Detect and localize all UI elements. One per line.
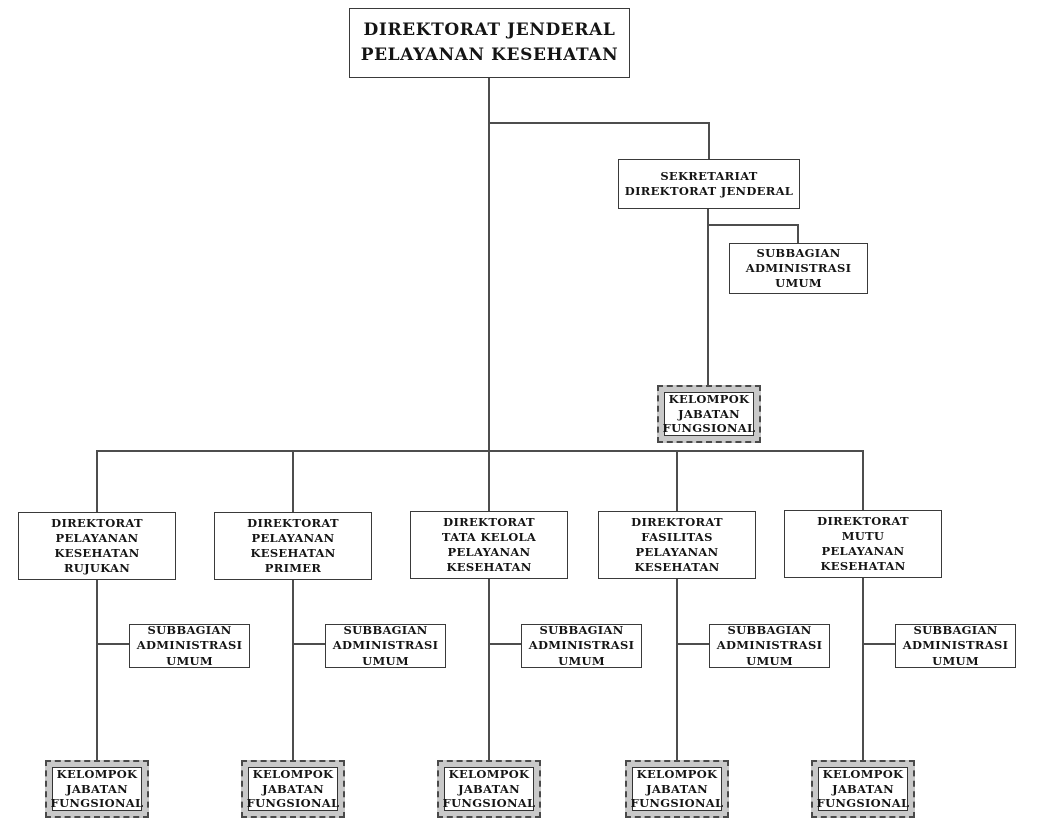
root-node: DIREKTORAT JENDERAL PELAYANAN KESEHATAN xyxy=(349,8,630,78)
connector-line xyxy=(488,578,490,760)
node-label: SUBBAGIAN ADMINISTRASI UMUM xyxy=(902,623,1009,668)
connector-line xyxy=(863,643,895,645)
node-label: SUBBAGIAN ADMINISTRASI UMUM xyxy=(745,245,852,291)
node-label: KELOMPOK JABATAN FUNGSIONAL xyxy=(630,766,724,811)
connector-line xyxy=(677,643,709,645)
directorate-node-fasilitas: DIREKTORAT FASILITAS PELAYANAN KESEHATAN xyxy=(598,511,756,579)
connector-line xyxy=(293,643,325,645)
kelompok-node-1: KELOMPOK JABATAN FUNGSIONAL xyxy=(45,760,149,818)
connector-line xyxy=(708,122,710,160)
kelompok-node-2: KELOMPOK JABATAN FUNGSIONAL xyxy=(241,760,345,818)
connector-line xyxy=(676,450,678,512)
sekretariat-kelompok-node: KELOMPOK JABATAN FUNGSIONAL xyxy=(657,385,761,443)
kelompok-node-4: KELOMPOK JABATAN FUNGSIONAL xyxy=(625,760,729,818)
node-label: SUBBAGIAN ADMINISTRASI UMUM xyxy=(332,623,439,668)
connector-line xyxy=(707,208,709,385)
directorate-node-mutu: DIREKTORAT MUTU PELAYANAN KESEHATAN xyxy=(784,510,942,578)
connector-line xyxy=(862,450,864,511)
connector-line xyxy=(708,224,798,226)
directorate-node-primer: DIREKTORAT PELAYANAN KESEHATAN PRIMER xyxy=(214,512,372,580)
connector-line xyxy=(488,78,490,511)
subbagian-node-3: SUBBAGIAN ADMINISTRASI UMUM xyxy=(521,623,642,668)
node-label: KELOMPOK JABATAN FUNGSIONAL xyxy=(246,766,340,811)
connector-line xyxy=(292,579,294,761)
directorate-node-tata-kelola: DIREKTORAT TATA KELOLA PELAYANAN KESEHAT… xyxy=(410,511,568,579)
node-label: SEKRETARIAT DIREKTORAT JENDERAL xyxy=(624,168,794,198)
node-label: DIREKTORAT FASILITAS PELAYANAN KESEHATAN xyxy=(631,514,723,575)
subbagian-node-5: SUBBAGIAN ADMINISTRASI UMUM xyxy=(895,623,1016,668)
node-label: DIREKTORAT PELAYANAN KESEHATAN PRIMER xyxy=(247,515,339,576)
node-label: SUBBAGIAN ADMINISTRASI UMUM xyxy=(716,623,823,668)
node-label: DIREKTORAT JENDERAL PELAYANAN KESEHATAN xyxy=(360,20,619,65)
connector-line xyxy=(862,577,864,760)
sekretariat-node: SEKRETARIAT DIREKTORAT JENDERAL xyxy=(618,159,800,209)
kelompok-node-5: KELOMPOK JABATAN FUNGSIONAL xyxy=(811,760,915,818)
node-label: KELOMPOK JABATAN FUNGSIONAL xyxy=(662,391,756,436)
node-label: KELOMPOK JABATAN FUNGSIONAL xyxy=(50,766,144,811)
connector-line xyxy=(96,579,98,761)
node-label: KELOMPOK JABATAN FUNGSIONAL xyxy=(442,766,536,811)
connector-line xyxy=(797,224,799,244)
connector-line xyxy=(488,122,709,124)
subbagian-node-2: SUBBAGIAN ADMINISTRASI UMUM xyxy=(325,623,446,668)
connector-line xyxy=(97,643,129,645)
connector-line xyxy=(489,643,521,645)
node-label: DIREKTORAT MUTU PELAYANAN KESEHATAN xyxy=(817,513,909,574)
node-label: DIREKTORAT PELAYANAN KESEHATAN RUJUKAN xyxy=(51,515,143,576)
connector-line xyxy=(96,450,98,513)
connector-line xyxy=(676,578,678,760)
kelompok-node-3: KELOMPOK JABATAN FUNGSIONAL xyxy=(437,760,541,818)
subbagian-node-4: SUBBAGIAN ADMINISTRASI UMUM xyxy=(709,623,830,668)
node-label: SUBBAGIAN ADMINISTRASI UMUM xyxy=(528,623,635,668)
node-label: KELOMPOK JABATAN FUNGSIONAL xyxy=(816,766,910,811)
connector-line xyxy=(96,450,864,452)
directorate-node-rujukan: DIREKTORAT PELAYANAN KESEHATAN RUJUKAN xyxy=(18,512,176,580)
connector-line xyxy=(292,450,294,513)
subbagian-node-1: SUBBAGIAN ADMINISTRASI UMUM xyxy=(129,623,250,668)
sekretariat-subbagian-node: SUBBAGIAN ADMINISTRASI UMUM xyxy=(729,243,868,294)
node-label: DIREKTORAT TATA KELOLA PELAYANAN KESEHAT… xyxy=(441,514,537,575)
node-label: SUBBAGIAN ADMINISTRASI UMUM xyxy=(136,623,243,668)
